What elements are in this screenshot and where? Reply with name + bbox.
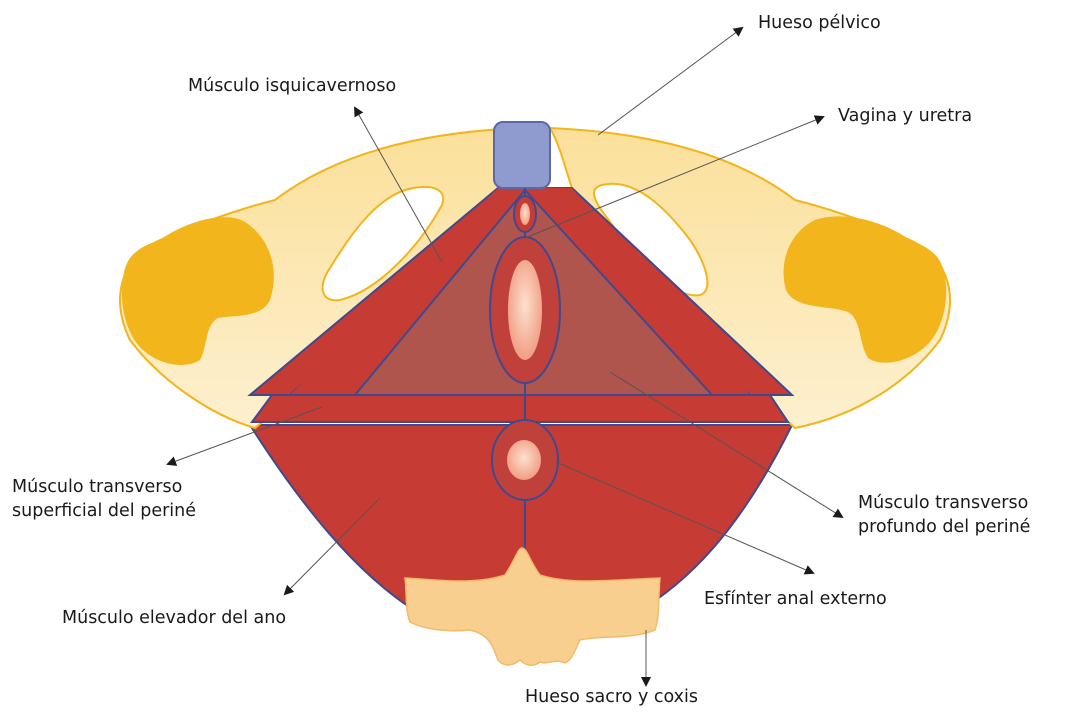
label-deep-transverse-1: Músculo transverso xyxy=(858,492,1028,515)
label-deep-transverse-2: profundo del periné xyxy=(858,516,1030,539)
label-superficial-transverse-2: superficial del periné xyxy=(12,500,196,523)
label-ischiocavernosus: Músculo isquicavernoso xyxy=(188,75,396,98)
label-pelvic-bone: Hueso pélvico xyxy=(758,12,881,35)
label-vagina-urethra: Vagina y uretra xyxy=(838,105,972,128)
label-sacrum-coccyx: Hueso sacro y coxis xyxy=(525,686,698,709)
label-superficial-transverse-1: Músculo transverso xyxy=(12,476,182,499)
pubic-symphysis xyxy=(494,122,550,188)
pelvic-bone-pointer xyxy=(598,28,742,135)
superficial-transverse-band xyxy=(252,395,788,422)
label-external-anal-sphincter: Esfínter anal externo xyxy=(704,588,887,611)
label-levator-ani: Músculo elevador del ano xyxy=(62,607,286,630)
